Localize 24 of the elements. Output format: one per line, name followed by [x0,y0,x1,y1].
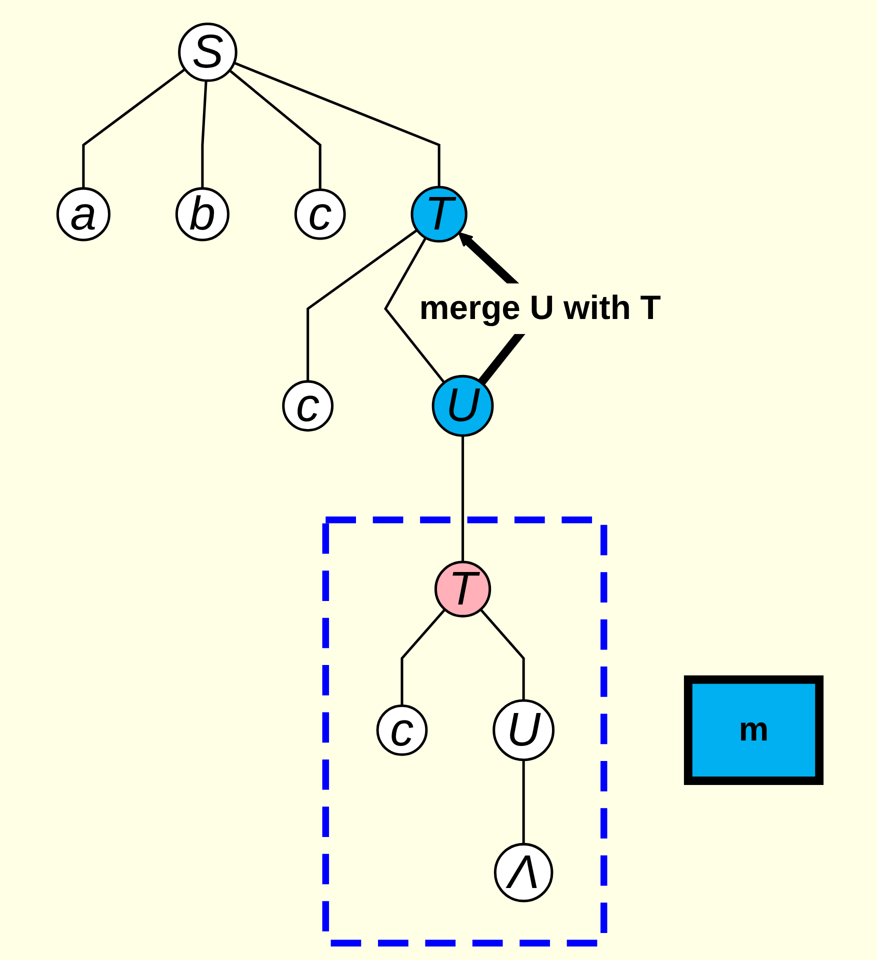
connector [82,68,186,188]
connector [306,229,418,382]
node-circle: c [294,188,346,240]
node-circle: Λ [494,842,554,902]
node-circle: c [376,704,428,756]
node-circle: b [175,187,230,242]
edge-label: merge U with T [419,290,661,328]
connector [462,436,464,562]
connector [201,80,208,188]
connector [234,62,440,188]
connector [384,237,446,384]
node-circle: c [282,380,334,432]
node-circle: T [434,560,492,618]
node-circle: a [56,187,110,242]
connector [400,608,446,706]
connector [228,69,322,190]
connector [522,760,525,844]
node-box: m [684,675,824,785]
connector [480,608,525,700]
node-circle: U [492,699,555,762]
cluster [322,516,608,947]
node-circle: T [410,186,468,243]
node-circle: S [178,22,238,82]
node-circle: U [432,374,494,437]
